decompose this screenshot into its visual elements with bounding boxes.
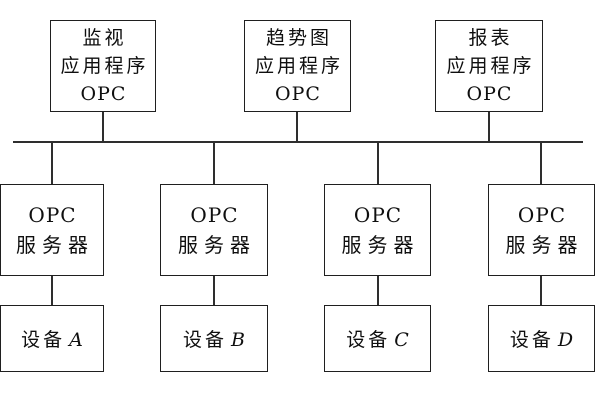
connector-trend-app-to-bus — [296, 112, 298, 142]
device-id: B — [231, 329, 245, 351]
device-id: D — [557, 329, 574, 351]
device-id: A — [69, 329, 83, 351]
box-text-line: 应用程序 — [254, 55, 343, 77]
box-text-line: 服务器 — [178, 233, 256, 257]
box-text-line: OPC — [466, 83, 513, 105]
box-text-line: 服务器 — [505, 233, 584, 257]
box-text-line: 监视 — [82, 27, 127, 49]
report-application-box: 报表 应用程序 OPC — [435, 20, 543, 112]
box-text-line: OPC — [275, 83, 321, 105]
connector-server-3-to-device-c — [377, 275, 379, 306]
connector-server-2-to-device-b — [213, 275, 215, 306]
box-text-line: OPC — [190, 203, 239, 227]
connector-bus-to-server-2 — [213, 142, 215, 185]
connector-bus-to-server-4 — [540, 142, 542, 185]
box-text-line: OPC — [28, 203, 77, 227]
connector-bus-to-server-1 — [51, 142, 53, 185]
box-text-line: OPC — [80, 83, 127, 105]
opc-server-box-4: OPC 服务器 — [488, 184, 595, 276]
monitor-application-box: 监视 应用程序 OPC — [50, 20, 156, 112]
box-text-line: 服务器 — [16, 233, 94, 257]
device-a-box: 设备 A — [0, 305, 104, 372]
opc-server-box-3: OPC 服务器 — [324, 184, 431, 276]
opc-server-box-2: OPC 服务器 — [160, 184, 268, 276]
device-b-box: 设备 B — [160, 305, 268, 372]
box-text-line: 报表 — [468, 27, 513, 49]
box-text-line: 趋势图 — [265, 27, 332, 49]
device-label: 设备 — [346, 329, 391, 351]
connector-monitor-app-to-bus — [102, 112, 104, 142]
connector-server-4-to-device-d — [540, 275, 542, 306]
box-text-line: 服务器 — [341, 233, 420, 257]
box-text-line: OPC — [353, 203, 403, 227]
box-text-line: 应用程序 — [446, 55, 535, 77]
device-label: 设备 — [21, 329, 66, 351]
connector-report-app-to-bus — [488, 112, 490, 142]
connector-server-1-to-device-a — [51, 275, 53, 306]
device-label: 设备 — [509, 329, 554, 351]
opc-server-box-1: OPC 服务器 — [0, 184, 104, 276]
device-d-box: 设备 D — [488, 305, 595, 372]
connector-bus-to-server-3 — [377, 142, 379, 185]
box-text-line: OPC — [517, 203, 567, 227]
network-bus-line — [13, 141, 583, 143]
device-label: 设备 — [183, 329, 228, 351]
device-id: C — [394, 329, 409, 351]
device-c-box: 设备 C — [324, 305, 431, 372]
box-text-line: 应用程序 — [60, 55, 149, 77]
trend-application-box: 趋势图 应用程序 OPC — [244, 20, 351, 112]
